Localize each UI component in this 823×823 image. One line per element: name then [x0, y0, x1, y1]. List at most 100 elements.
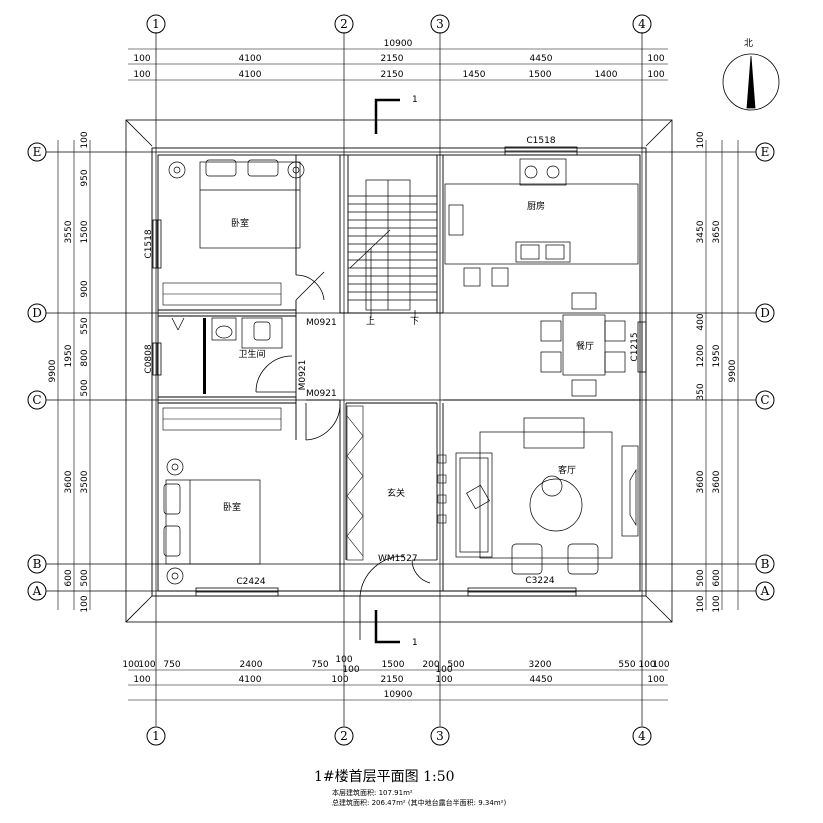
dim-right-outer-5: 100: [712, 595, 722, 612]
dim-bottom-r1-7: 1500: [382, 660, 405, 670]
dim-bottom-r2-0: 100: [133, 675, 150, 685]
drawing-title-main: 1#楼首层平面图: [314, 769, 419, 785]
area-note-floor: 本层建筑面积: 107.91m²: [332, 789, 413, 797]
axis-label-b-left: B: [33, 557, 42, 571]
dim-top-total: 10900: [384, 39, 413, 49]
label-m0921-b: M0921: [298, 360, 308, 391]
dim-right-outer-3: 9900: [728, 359, 738, 382]
label-c0808: C0808: [144, 344, 154, 373]
building-walls: [151, 147, 647, 597]
dim-right-outer-1: 1950: [712, 344, 722, 367]
dim-right-outer-0: 3650: [712, 220, 722, 243]
wardrobe-bottom-bedroom: [162, 407, 282, 431]
living-furniture: [455, 417, 639, 575]
room-label-kitchen: 厨房: [527, 200, 545, 212]
stair-down-label: 下: [410, 317, 419, 327]
label-c1215: C1215: [630, 332, 640, 361]
dim-bottom-r1-12: 550: [618, 660, 635, 670]
dim-right-inner-4: 350: [696, 383, 706, 400]
axis-label-2-top: 2: [340, 17, 348, 31]
dim-left-inner-1: 950: [80, 169, 90, 186]
axis-label-e-right: E: [761, 145, 770, 159]
dim-top-r2-5: 1400: [595, 70, 618, 80]
dim-bottom-r1-6: 100: [342, 665, 359, 675]
axis-label-a-left: A: [32, 584, 42, 598]
dim-top-r2-4: 1500: [529, 70, 552, 80]
dim-right-outer-2: 3600: [712, 470, 722, 493]
axis-label-4-top: 4: [638, 17, 646, 31]
label-m0921-a: M0921: [306, 318, 337, 328]
axis-bubbles-vertical: [146, 14, 652, 746]
dim-right-inner-2: 400: [696, 313, 706, 330]
room-label-bedroom-top: 卧室: [231, 217, 249, 229]
axis-label-d-left: D: [32, 306, 42, 320]
axis-label-1-bottom: 1: [152, 729, 160, 743]
dim-left-inner-10: 100: [80, 595, 90, 612]
section-mark-bottom-label: 1: [412, 638, 418, 648]
dim-bottom-r1-14: 100: [652, 660, 669, 670]
dim-bottom-r1-0: 100: [122, 660, 139, 670]
dim-right-inner-1: 3450: [696, 220, 706, 243]
room-label-foyer: 玄关: [387, 487, 405, 499]
label-c1518-top: C1518: [526, 136, 555, 146]
dim-bottom-r2-1: 4100: [239, 675, 262, 685]
dim-left-inner-0: 100: [80, 131, 90, 148]
drawing-title-scale: 1:50: [423, 769, 455, 785]
axis-label-3-bottom: 3: [436, 729, 444, 743]
dim-top-r2-2: 2150: [381, 70, 404, 80]
dim-bottom-total: 10900: [384, 690, 413, 700]
roof-outline: [125, 119, 673, 623]
north-arrow: [722, 53, 780, 111]
axis-label-c-left: C: [32, 393, 41, 407]
dim-left-inner-3: 900: [80, 280, 90, 297]
dim-top-r1-2: 2150: [381, 54, 404, 64]
dim-bottom-r1-10: 500: [447, 660, 464, 670]
dim-bottom-r2-6: 100: [647, 675, 664, 685]
dim-right-outer-4: 600: [712, 569, 722, 586]
dim-top-r1-4: 100: [647, 54, 664, 64]
label-wm1527: WM1527: [378, 554, 418, 564]
dim-bottom-r1-5: 100: [335, 655, 352, 665]
axis-label-1-top: 1: [152, 17, 160, 31]
dim-bottom-r2-5: 4450: [530, 675, 553, 685]
dim-bottom-r1-3: 2400: [240, 660, 263, 670]
dim-left-inner-8: 600: [64, 569, 74, 586]
stair: [348, 179, 437, 318]
dim-bottom-r1-1: 100: [138, 660, 155, 670]
dim-bottom-r2-3: 2150: [381, 675, 404, 685]
axis-label-a-right: A: [760, 584, 770, 598]
dim-left-inner-5: 800: [80, 349, 90, 366]
label-c2424: C2424: [236, 577, 265, 587]
dim-bottom-r2-2: 100: [331, 675, 348, 685]
dim-right-inner-5: 3600: [696, 470, 706, 493]
dim-bottom-r1-11: 3200: [529, 660, 552, 670]
axis-label-4-bottom: 4: [638, 729, 646, 743]
dim-left-inner-9: 500: [80, 569, 90, 586]
foyer-cabinet: [346, 405, 447, 561]
room-label-living: 客厅: [558, 464, 576, 476]
dim-left-inner-6: 500: [80, 379, 90, 396]
dim-top-r2-0: 100: [133, 70, 150, 80]
axis-label-3-top: 3: [436, 17, 444, 31]
room-label-bedroom-bottom: 卧室: [223, 501, 241, 513]
dim-bottom-r2-4: 100: [435, 675, 452, 685]
windows: [152, 146, 647, 597]
dimension-lines: [57, 48, 739, 701]
dim-top-r1-3: 4450: [530, 54, 553, 64]
dim-right-inner-0: 100: [696, 131, 706, 148]
bed-top-bedroom: [168, 159, 305, 249]
bed-bottom-bedroom: [163, 458, 261, 585]
axis-label-b-right: B: [761, 557, 770, 571]
dim-left-inner-7: 3500: [80, 470, 90, 493]
kitchen-counter: [444, 158, 639, 287]
dim-top-r2-3: 1450: [463, 70, 486, 80]
dim-right-inner-7: 100: [696, 595, 706, 612]
axis-label-2-bottom: 2: [340, 729, 348, 743]
room-label-dining: 餐厅: [576, 340, 594, 352]
dim-top-r2-1: 4100: [239, 70, 262, 80]
doors: [255, 271, 437, 640]
dim-right-inner-6: 500: [696, 569, 706, 586]
label-c1518-left: C1518: [144, 229, 154, 258]
label-m0921-c: M0921: [306, 389, 337, 399]
dim-left-outer-0: 3550: [64, 220, 74, 243]
